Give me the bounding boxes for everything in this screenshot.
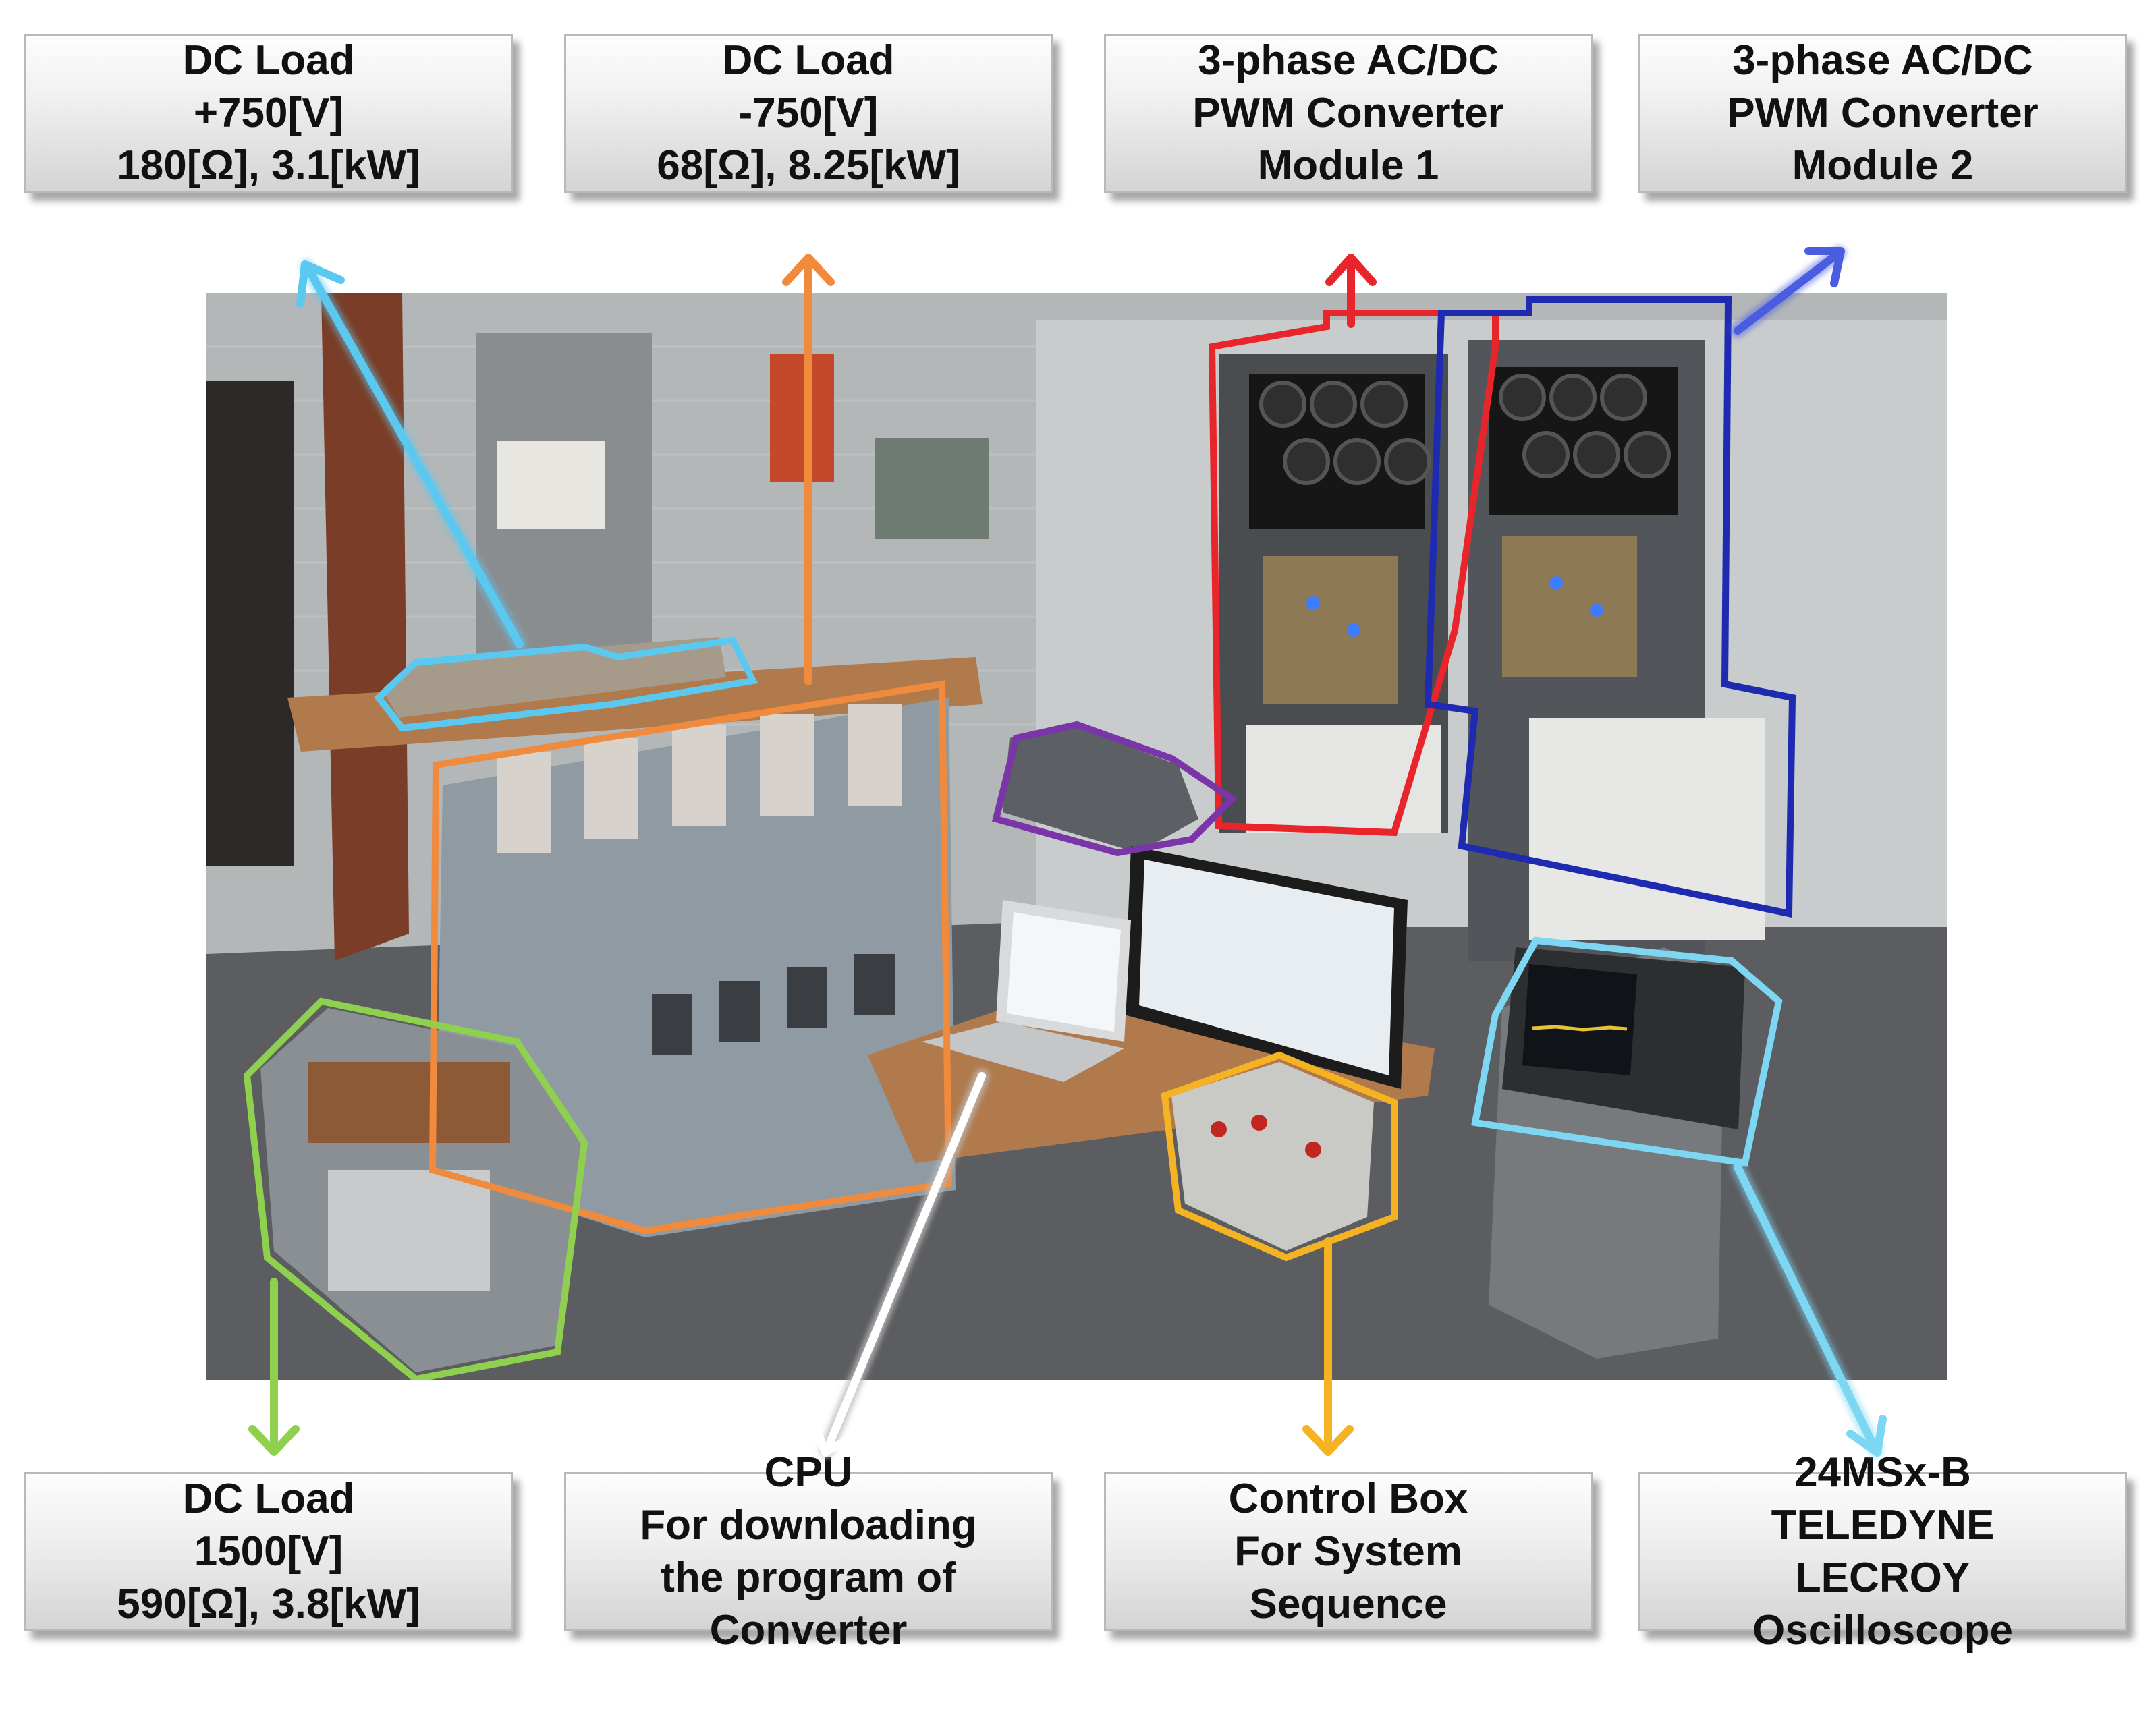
label-line: Control Box [1228, 1475, 1468, 1522]
label-line: DC Load [722, 37, 895, 84]
label-line: LECROY [1795, 1554, 1970, 1601]
label-line: TELEDYNE [1771, 1502, 1995, 1548]
label-line: For downloading [640, 1502, 977, 1548]
label-cpu: CPU For downloading the program of Conve… [564, 1449, 1053, 1654]
label-line: Module 1 [1257, 142, 1439, 189]
outline-dc-load-1500 [243, 997, 588, 1380]
label-line: Converter [709, 1607, 908, 1654]
label-line: the program of [661, 1554, 956, 1601]
label-line: Oscilloscope [1752, 1607, 2013, 1654]
outline-extra-module [991, 721, 1238, 857]
label-line: Sequence [1249, 1581, 1447, 1627]
label-line: PWM Converter [1192, 90, 1504, 136]
label-line: -750[V] [738, 90, 879, 136]
label-line: PWM Converter [1727, 90, 2039, 136]
outline-converter-module-1 [1208, 310, 1499, 837]
label-line: For System [1234, 1528, 1462, 1575]
label-line: 3-phase AC/DC [1732, 37, 2033, 84]
label-line: 180[Ω], 3.1[kW] [117, 142, 420, 189]
label-dc-load-750-positive: DC Load +750[V] 180[Ω], 3.1[kW] [24, 34, 513, 193]
outline-converter-module-2 [1424, 296, 1796, 918]
label-dc-load-1500: DC Load 1500[V] 590[Ω], 3.8[kW] [24, 1472, 513, 1631]
label-line: DC Load [182, 1475, 355, 1522]
label-line: 68[Ω], 8.25[kW] [657, 142, 960, 189]
label-converter-module-1: 3-phase AC/DC PWM Converter Module 1 [1104, 34, 1593, 193]
label-line: 1500[V] [194, 1528, 343, 1575]
label-line: Module 2 [1792, 142, 1974, 189]
label-converter-module-2: 3-phase AC/DC PWM Converter Module 2 [1638, 34, 2127, 193]
outline-oscilloscope [1471, 936, 1783, 1167]
outline-control-box [1161, 1051, 1398, 1262]
label-line: 590[Ω], 3.8[kW] [117, 1581, 420, 1627]
lab-setup-photo [206, 293, 1947, 1380]
outline-dc-load-750-negative [429, 680, 953, 1235]
label-dc-load-750-negative: DC Load -750[V] 68[Ω], 8.25[kW] [564, 34, 1053, 193]
label-control-box: Control Box For System Sequence [1104, 1472, 1593, 1631]
outline-dc-load-750-positive [374, 636, 758, 732]
label-line: 3-phase AC/DC [1198, 37, 1499, 84]
label-line: DC Load [182, 37, 355, 84]
lab-photo-illustration [206, 293, 1947, 1380]
label-oscilloscope: 24MSx-B TELEDYNE LECROY Oscilloscope [1638, 1449, 2127, 1654]
label-line: CPU [764, 1449, 853, 1496]
label-line: 24MSx-B [1794, 1449, 1971, 1496]
label-line: +750[V] [193, 90, 344, 136]
